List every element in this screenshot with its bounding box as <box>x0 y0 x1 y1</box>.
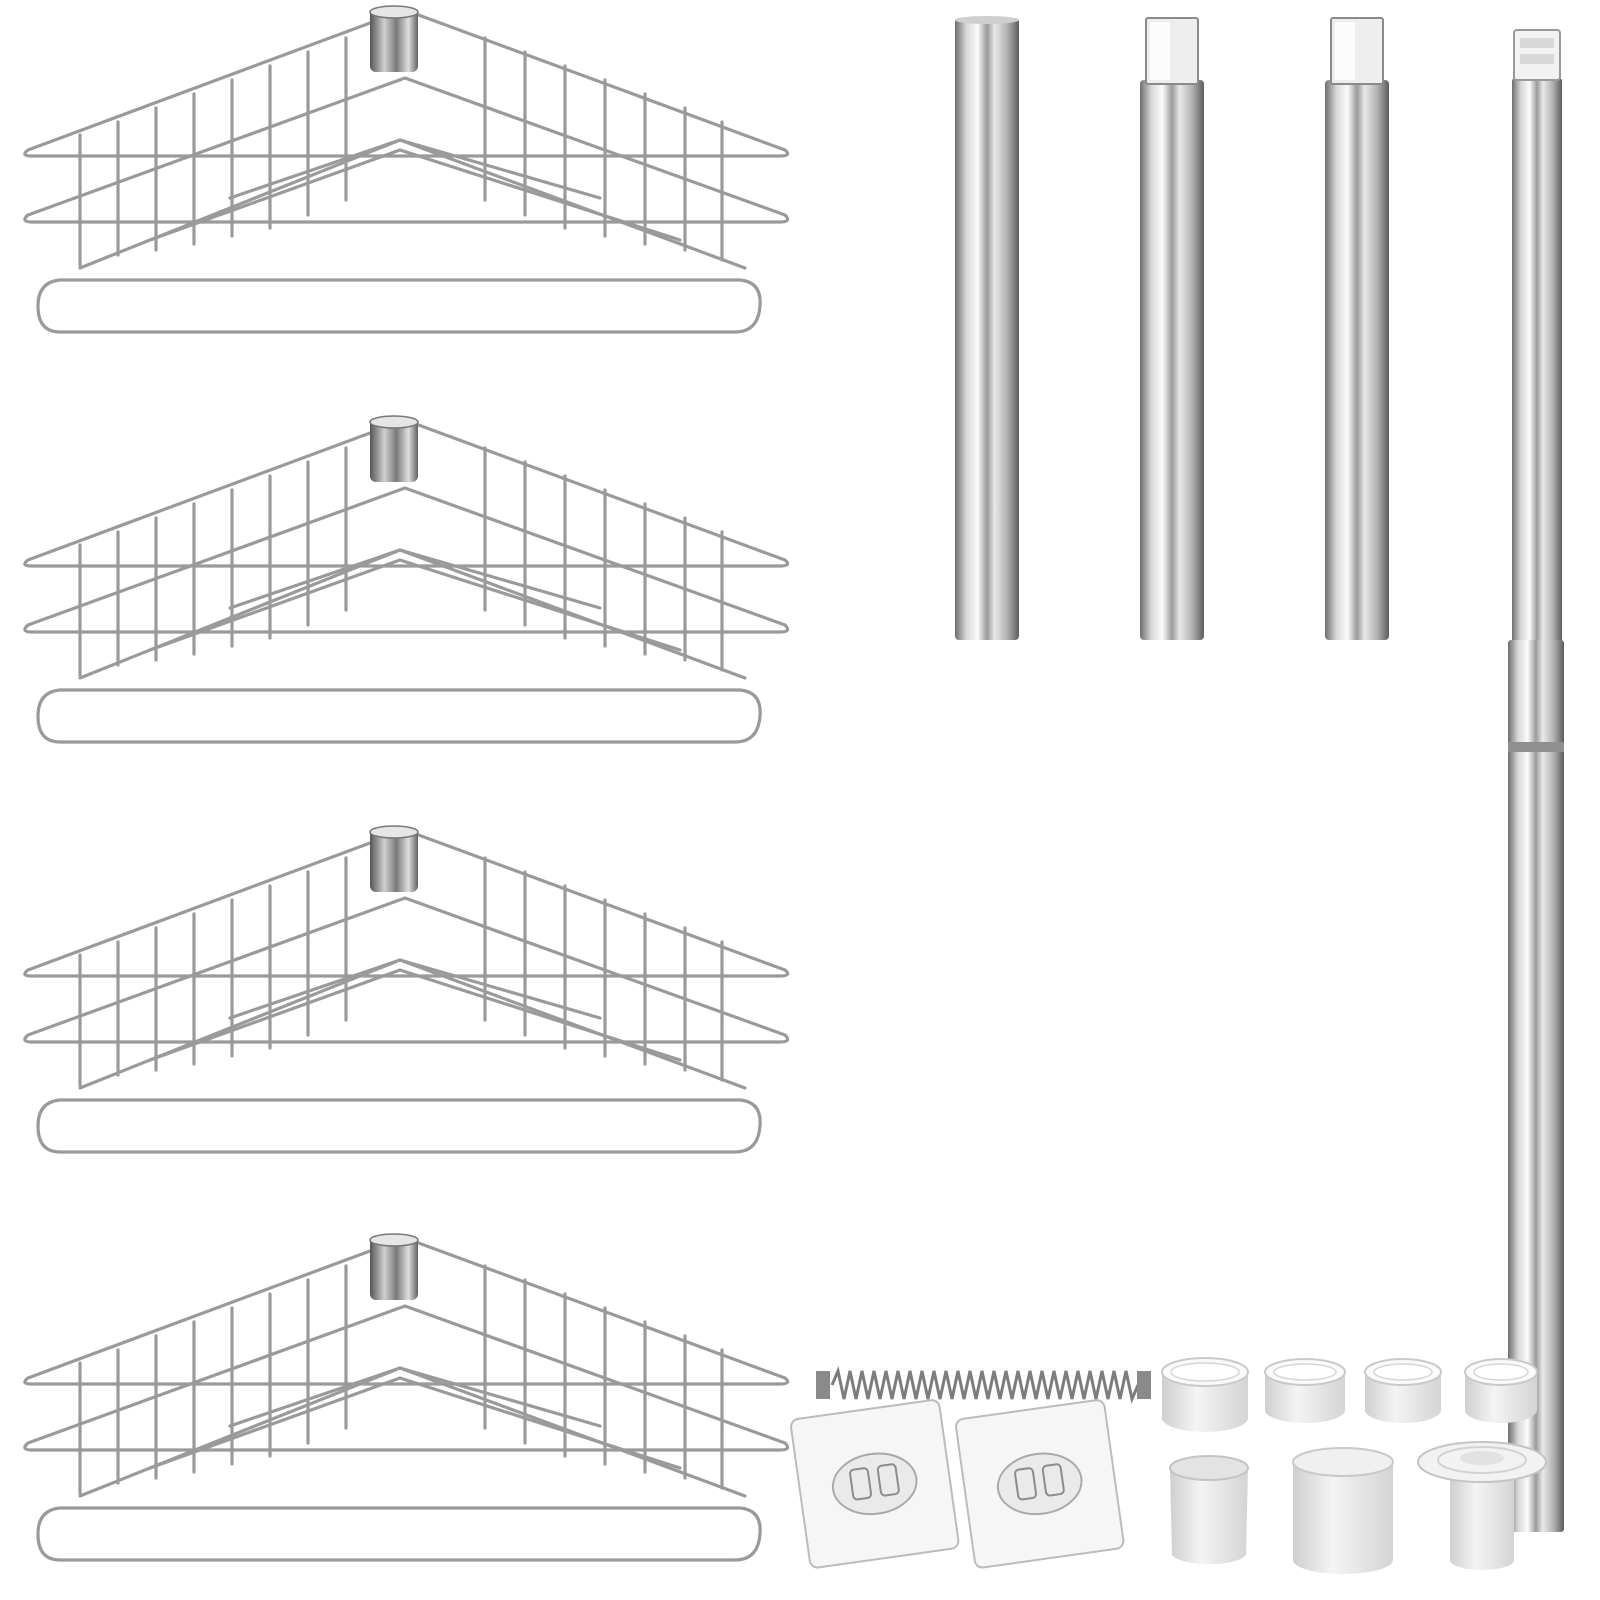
ring-sleeve-2 <box>1264 1358 1346 1423</box>
pole-2 <box>1140 17 1204 640</box>
ring-sleeve-3 <box>1364 1358 1442 1423</box>
adhesive-hook-2 <box>955 1399 1125 1569</box>
ring-sleeve-4 <box>1464 1358 1538 1423</box>
adhesive-hook-1 <box>790 1399 960 1569</box>
pole-3 <box>1325 17 1389 640</box>
foot-cap-2 <box>1292 1447 1394 1574</box>
pole-4-telescopic <box>1508 29 1564 1532</box>
foot-cap-1 <box>1169 1455 1249 1565</box>
spring <box>816 1369 1151 1401</box>
suction-base-cap <box>1417 1441 1547 1570</box>
pole-1 <box>955 16 1019 640</box>
ring-sleeve-1 <box>1161 1357 1249 1432</box>
